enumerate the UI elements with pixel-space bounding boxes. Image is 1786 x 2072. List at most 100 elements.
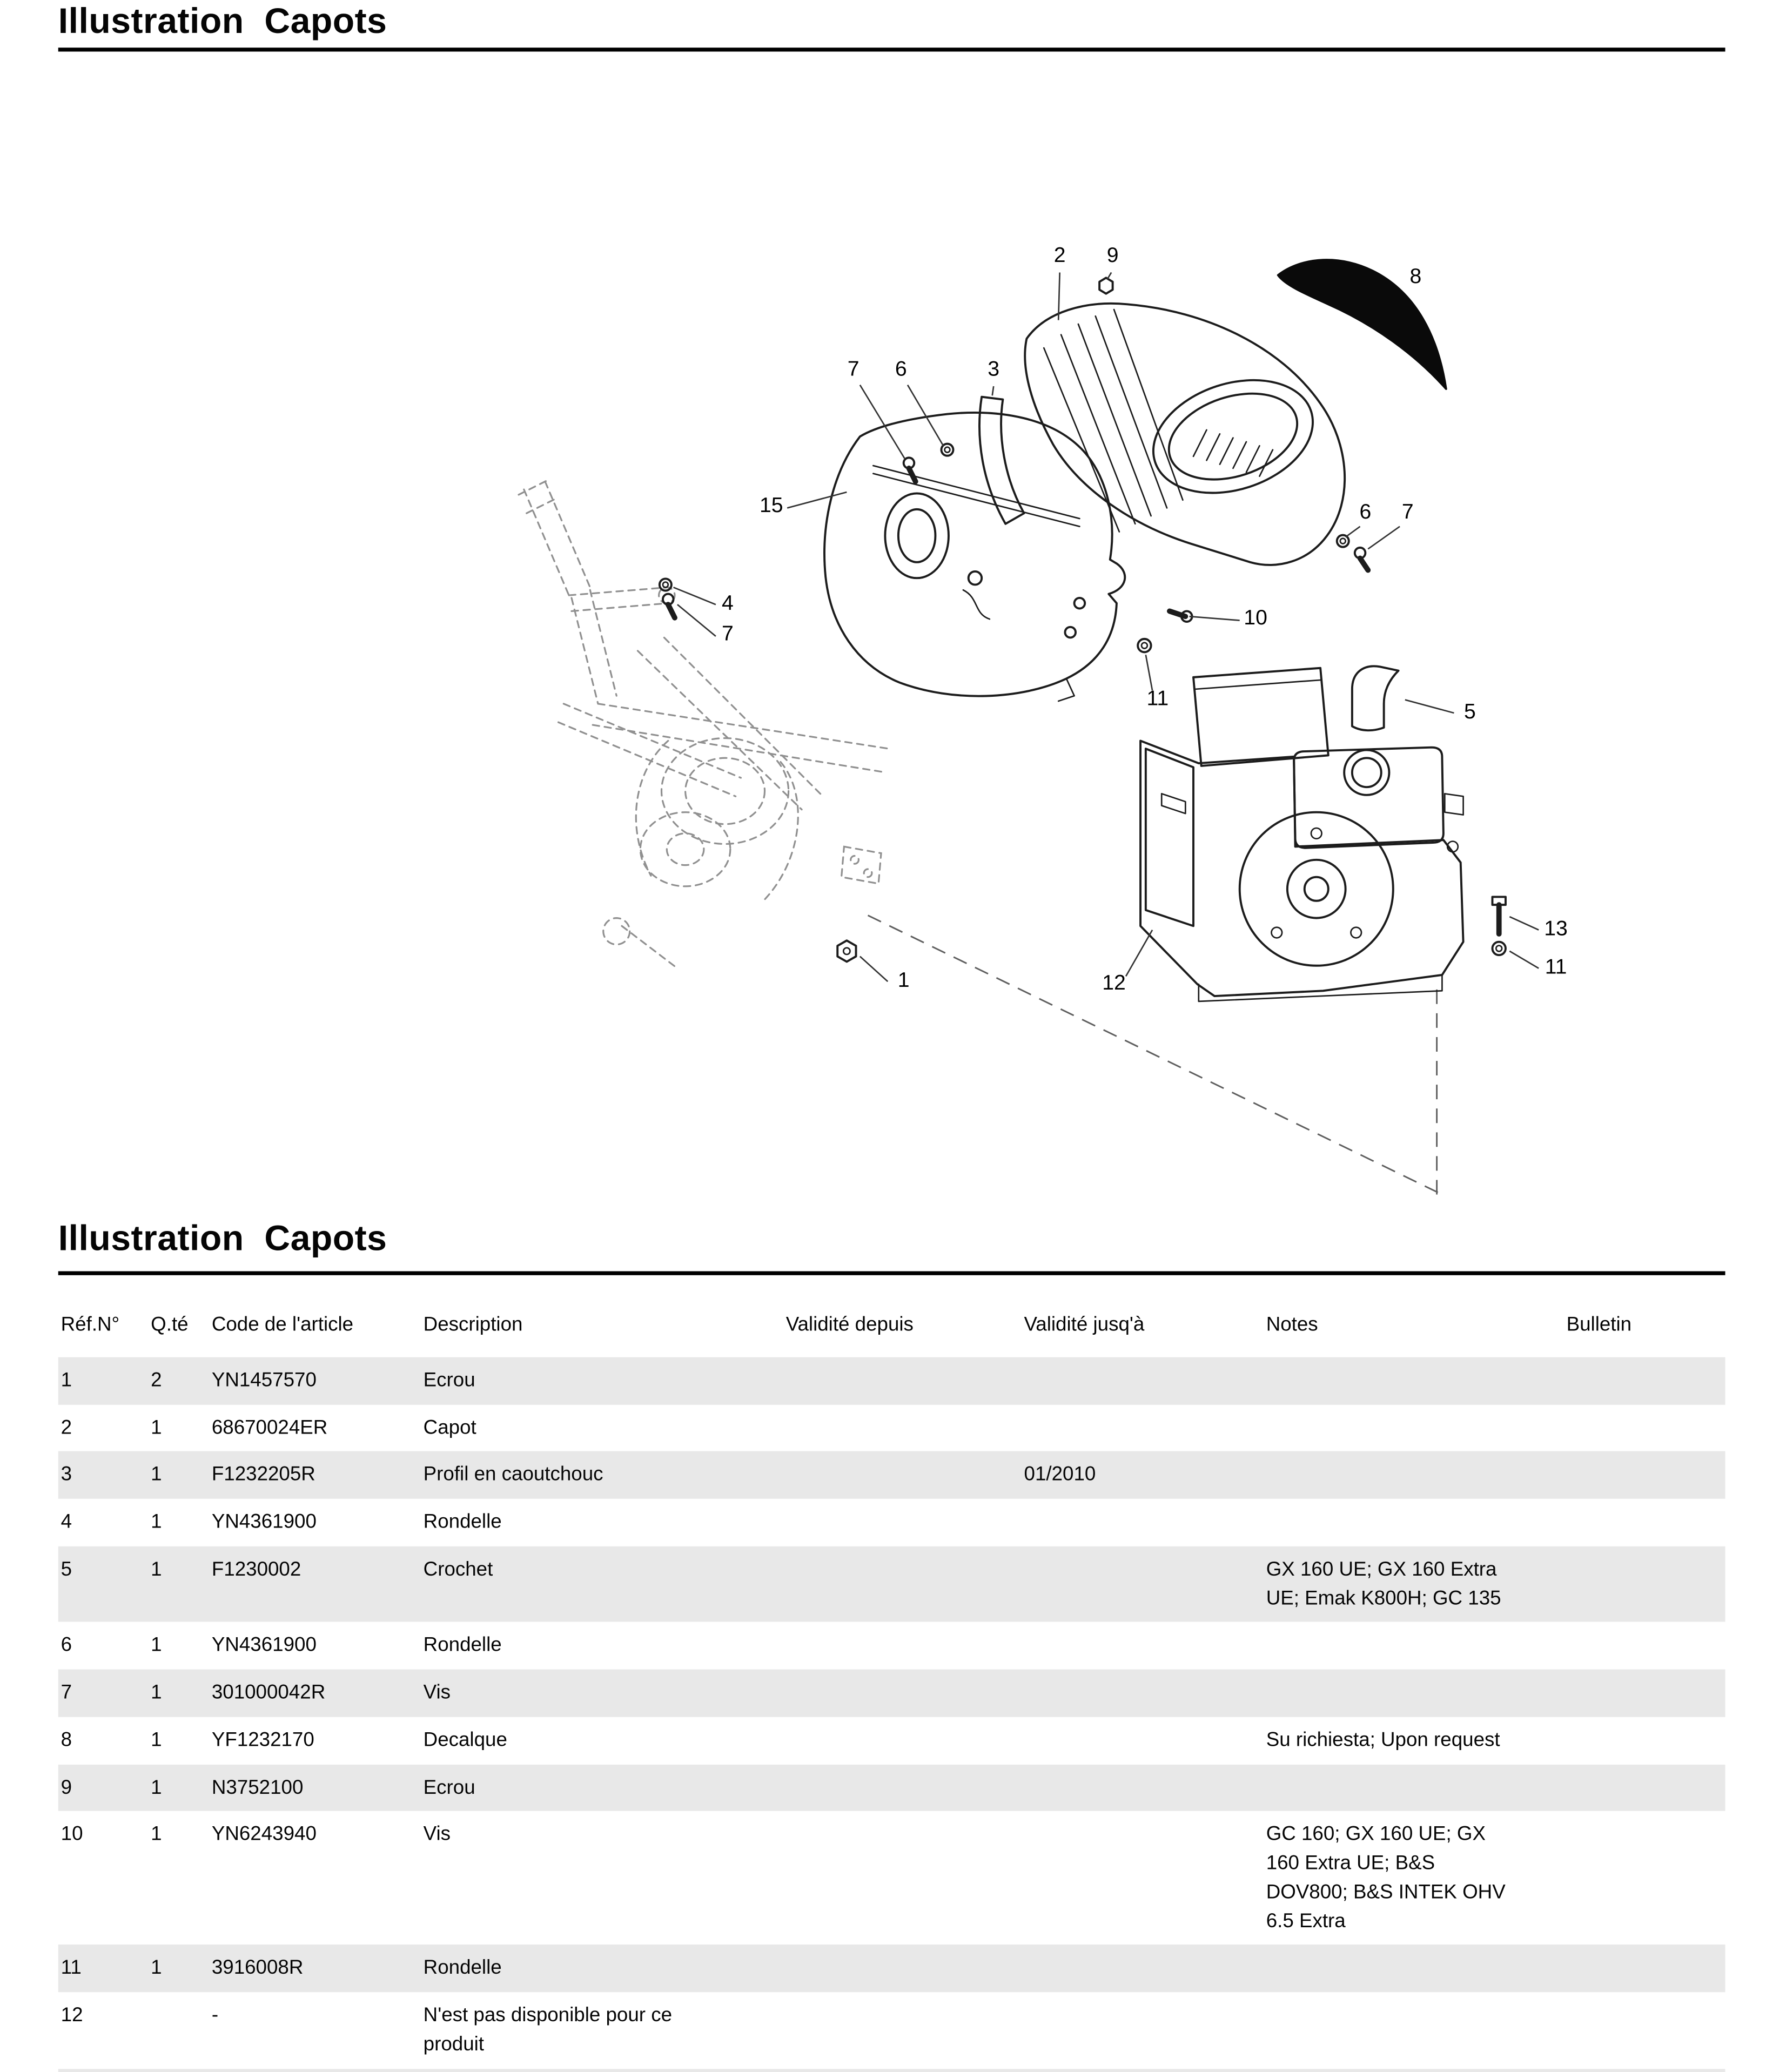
callout-leader-line [859, 956, 889, 983]
cell-desc: Profil en caoutchouc [423, 1463, 603, 1486]
cell-ref: 4 [61, 1510, 72, 1533]
cell-notes [1264, 2001, 1564, 2059]
cell-ref: 10 [61, 1823, 83, 1846]
divider [58, 48, 1725, 52]
cell-notes: GX 160 UE; GX 160 Extra UE; Emak K800H; … [1266, 1558, 1501, 1610]
cell-qty: 1 [151, 1681, 162, 1704]
cover-part [1024, 302, 1346, 566]
cell-valid_to [1022, 1631, 1264, 1660]
callout-label-13: 13 [1544, 917, 1568, 940]
cell-qty: 1 [151, 1728, 162, 1751]
cell-valid_to [1022, 2001, 1264, 2059]
cell-desc: Rondelle [423, 1510, 502, 1533]
cell-code: YN6243940 [211, 1823, 317, 1846]
cell-notes [1264, 1954, 1564, 1983]
cell-valid_from [783, 1726, 1022, 1754]
callout-label-11: 11 [1545, 955, 1567, 978]
callout-label-7: 7 [1402, 500, 1414, 523]
divider [58, 1271, 1725, 1275]
cell-desc: Vis [423, 1823, 451, 1846]
cell-bulletin [1564, 2001, 1725, 2059]
cell-ref: 2 [61, 1416, 72, 1439]
cell-code: YN4361900 [211, 1510, 317, 1533]
cell-code: F1230002 [211, 1558, 301, 1580]
cell-ref: 11 [61, 1956, 82, 1980]
cell-notes [1264, 1366, 1564, 1395]
cell-valid_from [783, 1366, 1022, 1395]
cell-valid_from [783, 1679, 1022, 1707]
callout-label-6: 6 [1359, 500, 1371, 523]
cell-desc: Vis [423, 1681, 451, 1704]
cell-notes [1264, 1508, 1564, 1537]
cell-valid_to [1022, 1414, 1264, 1442]
cell-bulletin [1564, 1414, 1725, 1442]
callout-label-2: 2 [1054, 244, 1066, 267]
callout-label-15: 15 [760, 494, 783, 517]
column-header-code: Code de l'article [211, 1313, 354, 1336]
callout-label-7: 7 [722, 622, 734, 645]
cell-notes [1264, 1461, 1564, 1489]
cell-valid_from [783, 1508, 1022, 1537]
callout-label-5: 5 [1464, 700, 1476, 723]
callout-leader-line [1189, 615, 1240, 621]
cell-code: - [211, 2004, 219, 2027]
callout-label-9: 9 [1107, 244, 1119, 267]
callout-label-6: 6 [895, 358, 907, 381]
column-header-ref: Réf.N° [61, 1313, 120, 1336]
cell-qty: 1 [151, 1558, 162, 1580]
cell-ref: 8 [61, 1728, 72, 1751]
callout-leader-line [1367, 526, 1400, 550]
cell-ref: 1 [61, 1369, 72, 1391]
cell-notes: Su richiesta; Upon request [1266, 1728, 1500, 1751]
cell-valid_to [1022, 1555, 1264, 1613]
callout-leader-line [1509, 916, 1539, 931]
cell-valid_from [783, 2001, 1022, 2059]
callout-leader-line [1125, 929, 1153, 977]
cell-valid_from [783, 1954, 1022, 1983]
cell-ref: 5 [61, 1558, 72, 1580]
cell-ref: 6 [61, 1634, 72, 1657]
cell-bulletin [1564, 1773, 1725, 1802]
callout-label-10: 10 [1244, 606, 1267, 629]
cell-desc: Ecrou [423, 1775, 475, 1799]
table-row: 1313806076RVis [58, 2068, 1725, 2072]
chassis-outline [518, 477, 890, 970]
cell-valid_from [783, 1414, 1022, 1442]
cell-bulletin [1564, 1820, 1725, 1935]
cell-qty: 1 [151, 1634, 162, 1657]
cell-desc: N'est pas disponible pour ce produit [423, 2004, 673, 2056]
callout-leader-line [673, 587, 716, 606]
cell-ref: 12 [61, 2004, 83, 2027]
cell-bulletin [1564, 1679, 1725, 1707]
cell-valid_to [1022, 1679, 1264, 1707]
cell-code: N3752100 [211, 1775, 304, 1799]
engine-part [1139, 667, 1465, 1003]
callout-label-11: 11 [1147, 687, 1169, 710]
callout-label-12: 12 [1102, 971, 1126, 994]
fasteners [658, 277, 1507, 963]
decal-part [1277, 259, 1447, 390]
callout-leader-line [1345, 526, 1361, 538]
cell-qty: 1 [151, 1416, 162, 1439]
cell-valid_to [1022, 1954, 1264, 1983]
assembly-axis-lines [867, 914, 1440, 1196]
table-header-row: Réf.N° Q.té Code de l'article Descriptio… [58, 1303, 1725, 1357]
cell-bulletin [1564, 1631, 1725, 1660]
cell-bulletin [1564, 1508, 1725, 1537]
column-header-bulletin: Bulletin [1566, 1313, 1632, 1336]
column-header-valid-to: Validité jusq'à [1024, 1313, 1145, 1336]
callout-leader-line [1405, 699, 1454, 714]
callout-label-1: 1 [898, 968, 910, 992]
rubber-profile-part [978, 395, 1025, 525]
cell-desc: Ecrou [423, 1369, 475, 1391]
cell-bulletin [1564, 1954, 1725, 1983]
